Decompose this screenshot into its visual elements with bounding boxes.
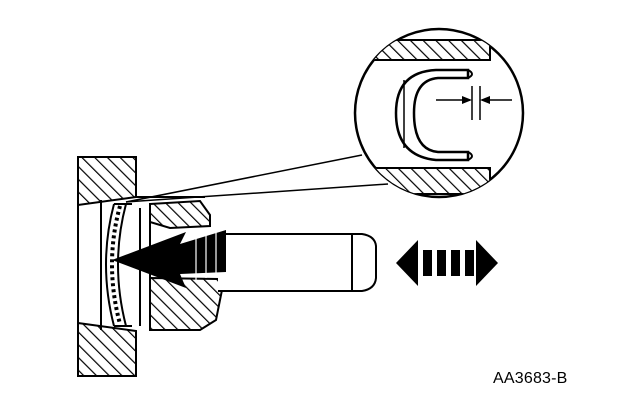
housing-wall-lower (77, 321, 137, 377)
detail-housing-lower (355, 167, 491, 195)
clearance-dimension (436, 86, 512, 120)
double-headed-motion-arrow (396, 240, 498, 286)
detail-leader-lines (125, 154, 389, 203)
tool-shaft (218, 233, 377, 292)
tool-head-lower (149, 276, 224, 331)
install-direction-arrow (112, 230, 226, 288)
housing-wall-upper (77, 156, 137, 207)
housing-wall (77, 156, 137, 377)
figure-reference-code: AA3683-B (493, 370, 568, 387)
detail-housing-upper (355, 39, 491, 61)
seal (105, 203, 132, 327)
tool-head-upper (149, 199, 211, 230)
detail-view (353, 27, 525, 199)
